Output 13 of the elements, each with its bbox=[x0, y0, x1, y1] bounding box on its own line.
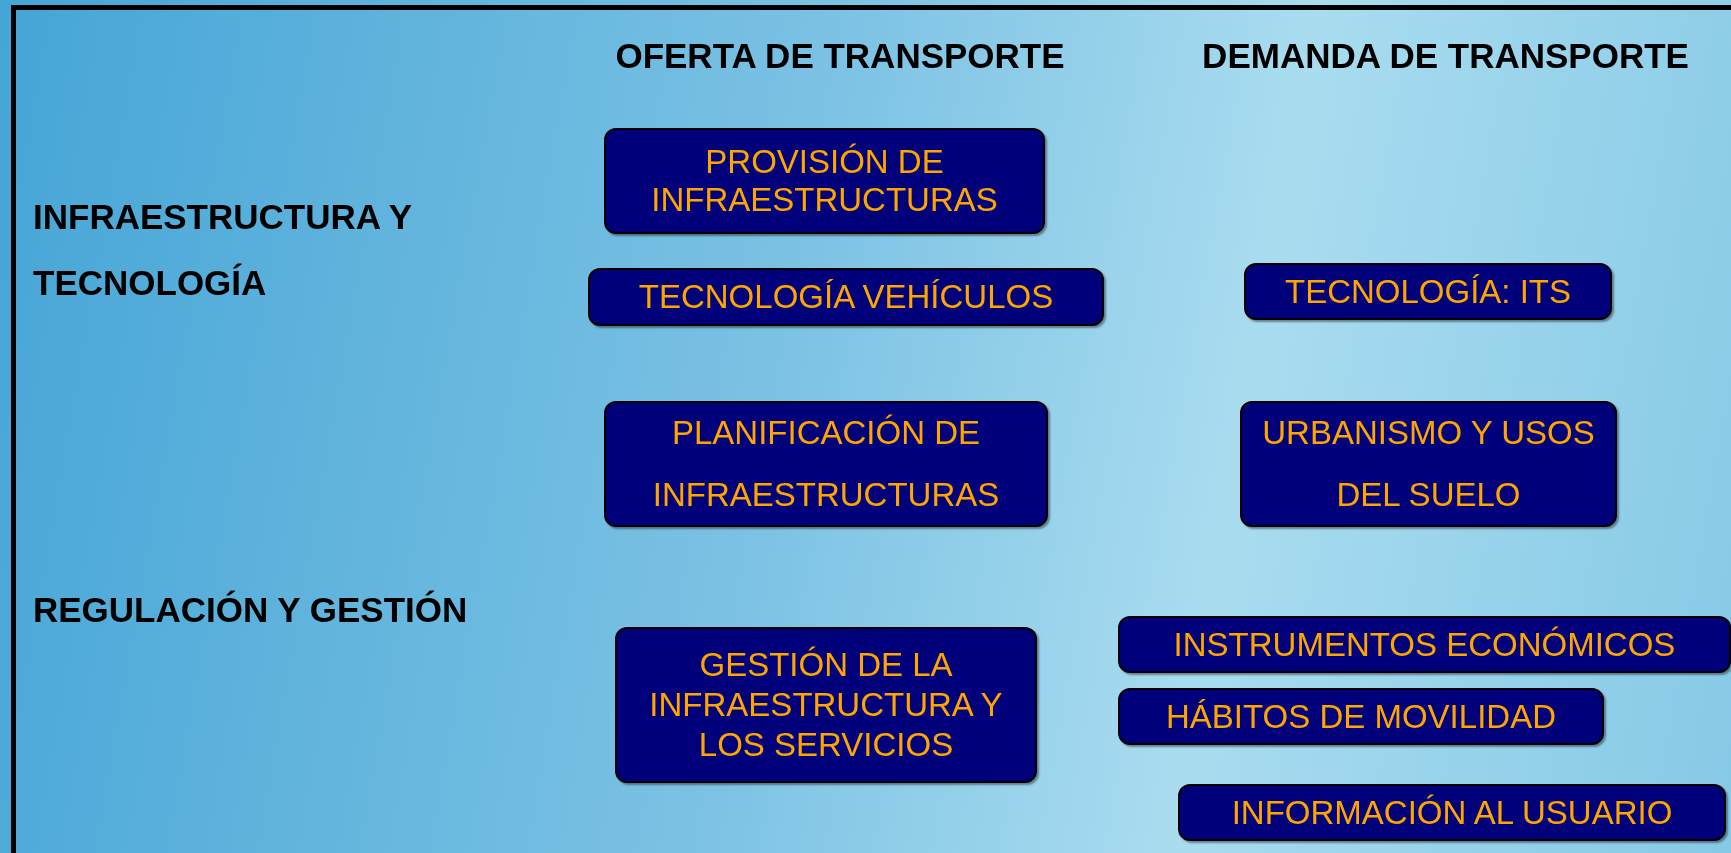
row-heading: INFRAESTRUCTURA Y TECNOLOGÍA bbox=[33, 196, 413, 304]
column-heading: DEMANDA DE TRANSPORTE bbox=[1201, 34, 1690, 77]
category-box: INSTRUMENTOS ECONÓMICOS bbox=[1118, 616, 1731, 673]
category-box: URBANISMO Y USOS DEL SUELO bbox=[1240, 401, 1617, 527]
category-box: PLANIFICACIÓN DE INFRAESTRUCTURAS bbox=[604, 401, 1048, 527]
category-box: PROVISIÓN DE INFRAESTRUCTURAS bbox=[604, 128, 1045, 234]
category-box: INFORMACIÓN AL USUARIO bbox=[1178, 784, 1726, 841]
category-box: TECNOLOGÍA: ITS bbox=[1244, 263, 1612, 320]
row-heading: REGULACIÓN Y GESTIÓN bbox=[33, 589, 469, 631]
category-box: HÁBITOS DE MOVILIDAD bbox=[1118, 688, 1604, 745]
column-heading: OFERTA DE TRANSPORTE bbox=[614, 34, 1066, 77]
category-box: GESTIÓN DE LA INFRAESTRUCTURA Y LOS SERVICIOS bbox=[615, 627, 1037, 783]
category-box: TECNOLOGÍA VEHÍCULOS bbox=[588, 268, 1104, 326]
